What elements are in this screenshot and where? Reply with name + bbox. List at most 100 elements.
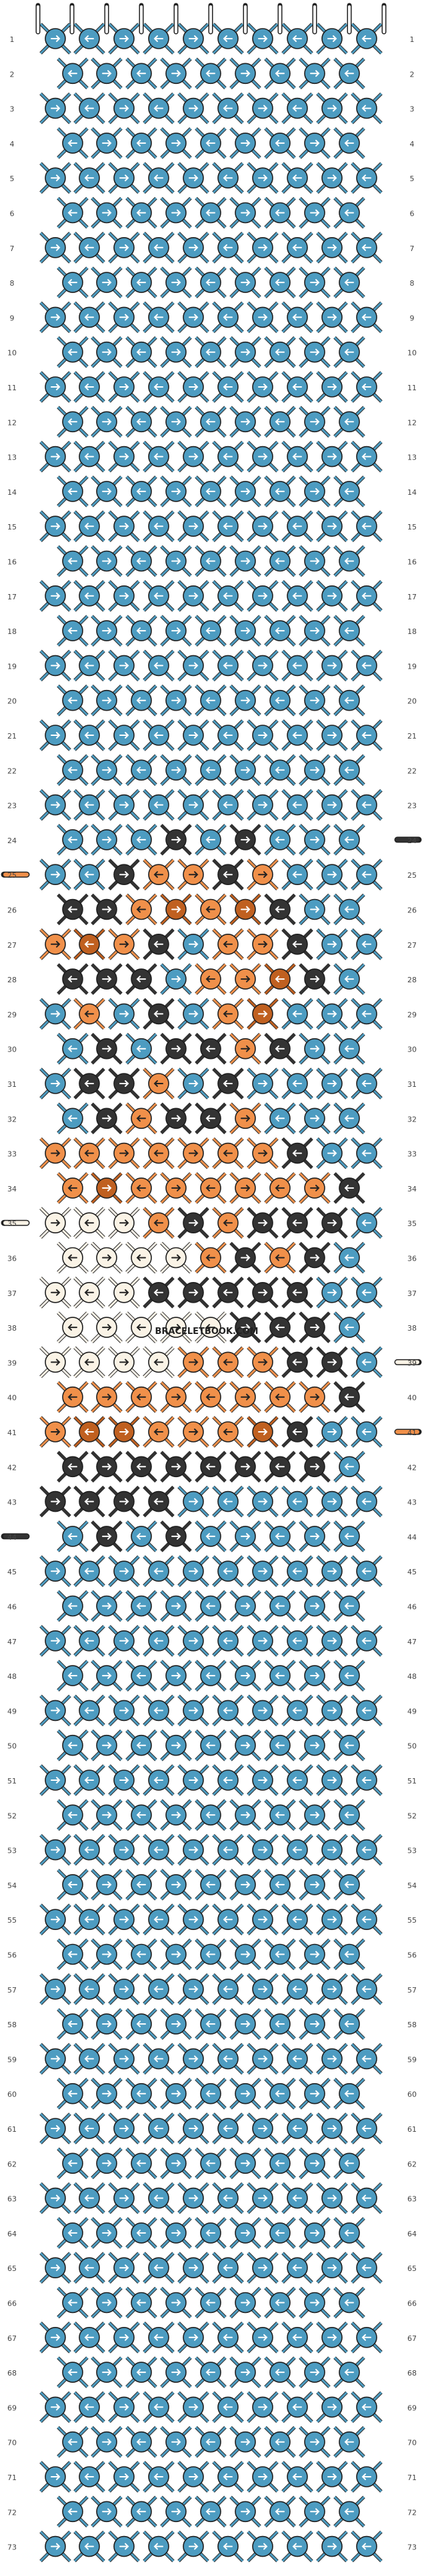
knot-arrow-icon (344, 627, 354, 635)
knot-arrow-icon (171, 487, 181, 495)
knot-arrow-icon (310, 487, 320, 495)
knot-arrow-icon (344, 139, 354, 147)
knot-arrow-icon (136, 139, 146, 147)
knot-arrow-icon (327, 314, 337, 321)
knot-arrow-icon (171, 836, 181, 843)
row-label-left: 5 (10, 174, 15, 183)
knot-arrow-icon (102, 697, 112, 704)
row-label-right: 18 (407, 627, 417, 636)
knot-arrow-icon (361, 174, 371, 182)
knot-arrow-icon (258, 453, 268, 460)
knot-arrow-icon (67, 627, 77, 635)
knot-arrow-icon (241, 348, 251, 356)
row-label-right: 53 (407, 1847, 417, 1855)
knot-arrow-icon (310, 70, 320, 77)
row-label-left: 34 (7, 1185, 17, 1193)
row-label-right: 8 (410, 279, 415, 288)
row-label-right: 12 (407, 418, 417, 427)
row-label-left: 60 (7, 2091, 17, 2099)
knot-arrow-icon (205, 836, 215, 843)
row-label-right: 26 (407, 906, 417, 915)
row-label-right: 10 (407, 349, 417, 358)
row-label-left: 52 (7, 1811, 17, 1820)
knot-arrow-icon (292, 314, 302, 321)
knot-arrow-icon (344, 70, 354, 77)
row-label-left: 73 (7, 2543, 17, 2552)
row-label-left: 20 (7, 697, 17, 706)
knot-arrow-icon (119, 592, 129, 599)
knot-arrow-icon (205, 209, 215, 216)
knot-arrow-icon (327, 592, 337, 599)
knot-arrow-icon (189, 453, 199, 460)
knot-arrow-icon (292, 35, 302, 42)
row-label-left: 43 (7, 1498, 17, 1507)
knot-arrow-icon (310, 627, 320, 635)
row-label-left: 8 (10, 279, 15, 288)
knot-arrow-icon (310, 139, 320, 147)
knot-arrow-icon (258, 35, 268, 42)
knot-arrow-icon (153, 592, 163, 599)
knot-arrow-icon (171, 627, 181, 635)
knot-arrow-icon (119, 453, 129, 460)
knot-arrow-icon (136, 487, 146, 495)
knot-arrow-icon (136, 836, 146, 843)
knot-arrow-icon (51, 523, 61, 530)
row-label-left: 36 (7, 1255, 17, 1263)
knot-arrow-icon (153, 105, 163, 112)
knot-arrow-icon (361, 801, 371, 808)
knot-arrow-icon (67, 418, 77, 426)
row-label-right: 72 (407, 2508, 417, 2517)
knot-arrow-icon (223, 662, 233, 669)
knot-arrow-icon (102, 836, 112, 843)
knot-arrow-icon (223, 592, 233, 599)
knot-arrow-icon (223, 174, 233, 182)
knot-arrow-icon (51, 35, 61, 42)
row-label-left: 27 (7, 941, 17, 950)
row-label-left: 33 (7, 1150, 17, 1159)
knot-arrow-icon (344, 418, 354, 426)
knot-arrow-icon (205, 627, 215, 635)
row-label-right: 7 (410, 244, 415, 253)
knot-arrow-icon (67, 906, 77, 913)
row-label-right: 60 (407, 2091, 417, 2099)
knot-arrow-icon (361, 384, 371, 390)
knot-arrow-icon (344, 209, 354, 216)
knot-arrow-icon (84, 105, 94, 112)
row-label-left: 31 (7, 1080, 17, 1089)
row-label-left: 21 (7, 732, 17, 741)
row-label-left: 57 (7, 1986, 17, 1995)
row-label-right: 34 (407, 1185, 417, 1193)
knot-arrow-icon (153, 801, 163, 808)
knot-arrow-icon (136, 348, 146, 356)
knot-arrow-icon (327, 105, 337, 112)
knot-arrow-icon (51, 801, 61, 808)
row-label-right: 32 (407, 1115, 417, 1124)
knot-arrow-icon (327, 174, 337, 182)
knot-arrow-icon (205, 697, 215, 704)
row-label-right: 71 (407, 2473, 417, 2482)
knot-arrow-icon (136, 557, 146, 565)
knot-arrow-icon (361, 871, 371, 878)
knot-arrow-icon (275, 557, 285, 565)
knot-arrow-icon (241, 627, 251, 635)
knot-arrow-icon (102, 209, 112, 216)
row-label-right: 69 (407, 2404, 417, 2412)
knot-arrow-icon (171, 697, 181, 704)
row-label-right: 57 (407, 1986, 417, 1995)
row-label-left: 70 (7, 2439, 17, 2447)
row-label-left: 53 (7, 1847, 17, 1855)
row-label-left: 46 (7, 1603, 17, 1612)
knot-arrow-icon (119, 35, 129, 42)
knot-arrow-icon (67, 70, 77, 77)
knot-arrow-icon (205, 279, 215, 286)
row-label-right: 56 (407, 1951, 417, 1960)
row-label-left: 10 (7, 349, 17, 358)
knot-arrow-icon (292, 174, 302, 182)
row-label-right: 16 (407, 558, 417, 567)
knot-arrow-icon (361, 453, 371, 460)
knot-arrow-icon (310, 348, 320, 356)
knot-arrow-icon (241, 487, 251, 495)
knot-arrow-icon (258, 174, 268, 182)
knot-arrow-icon (258, 732, 268, 739)
row-label-right: 30 (407, 1046, 417, 1054)
